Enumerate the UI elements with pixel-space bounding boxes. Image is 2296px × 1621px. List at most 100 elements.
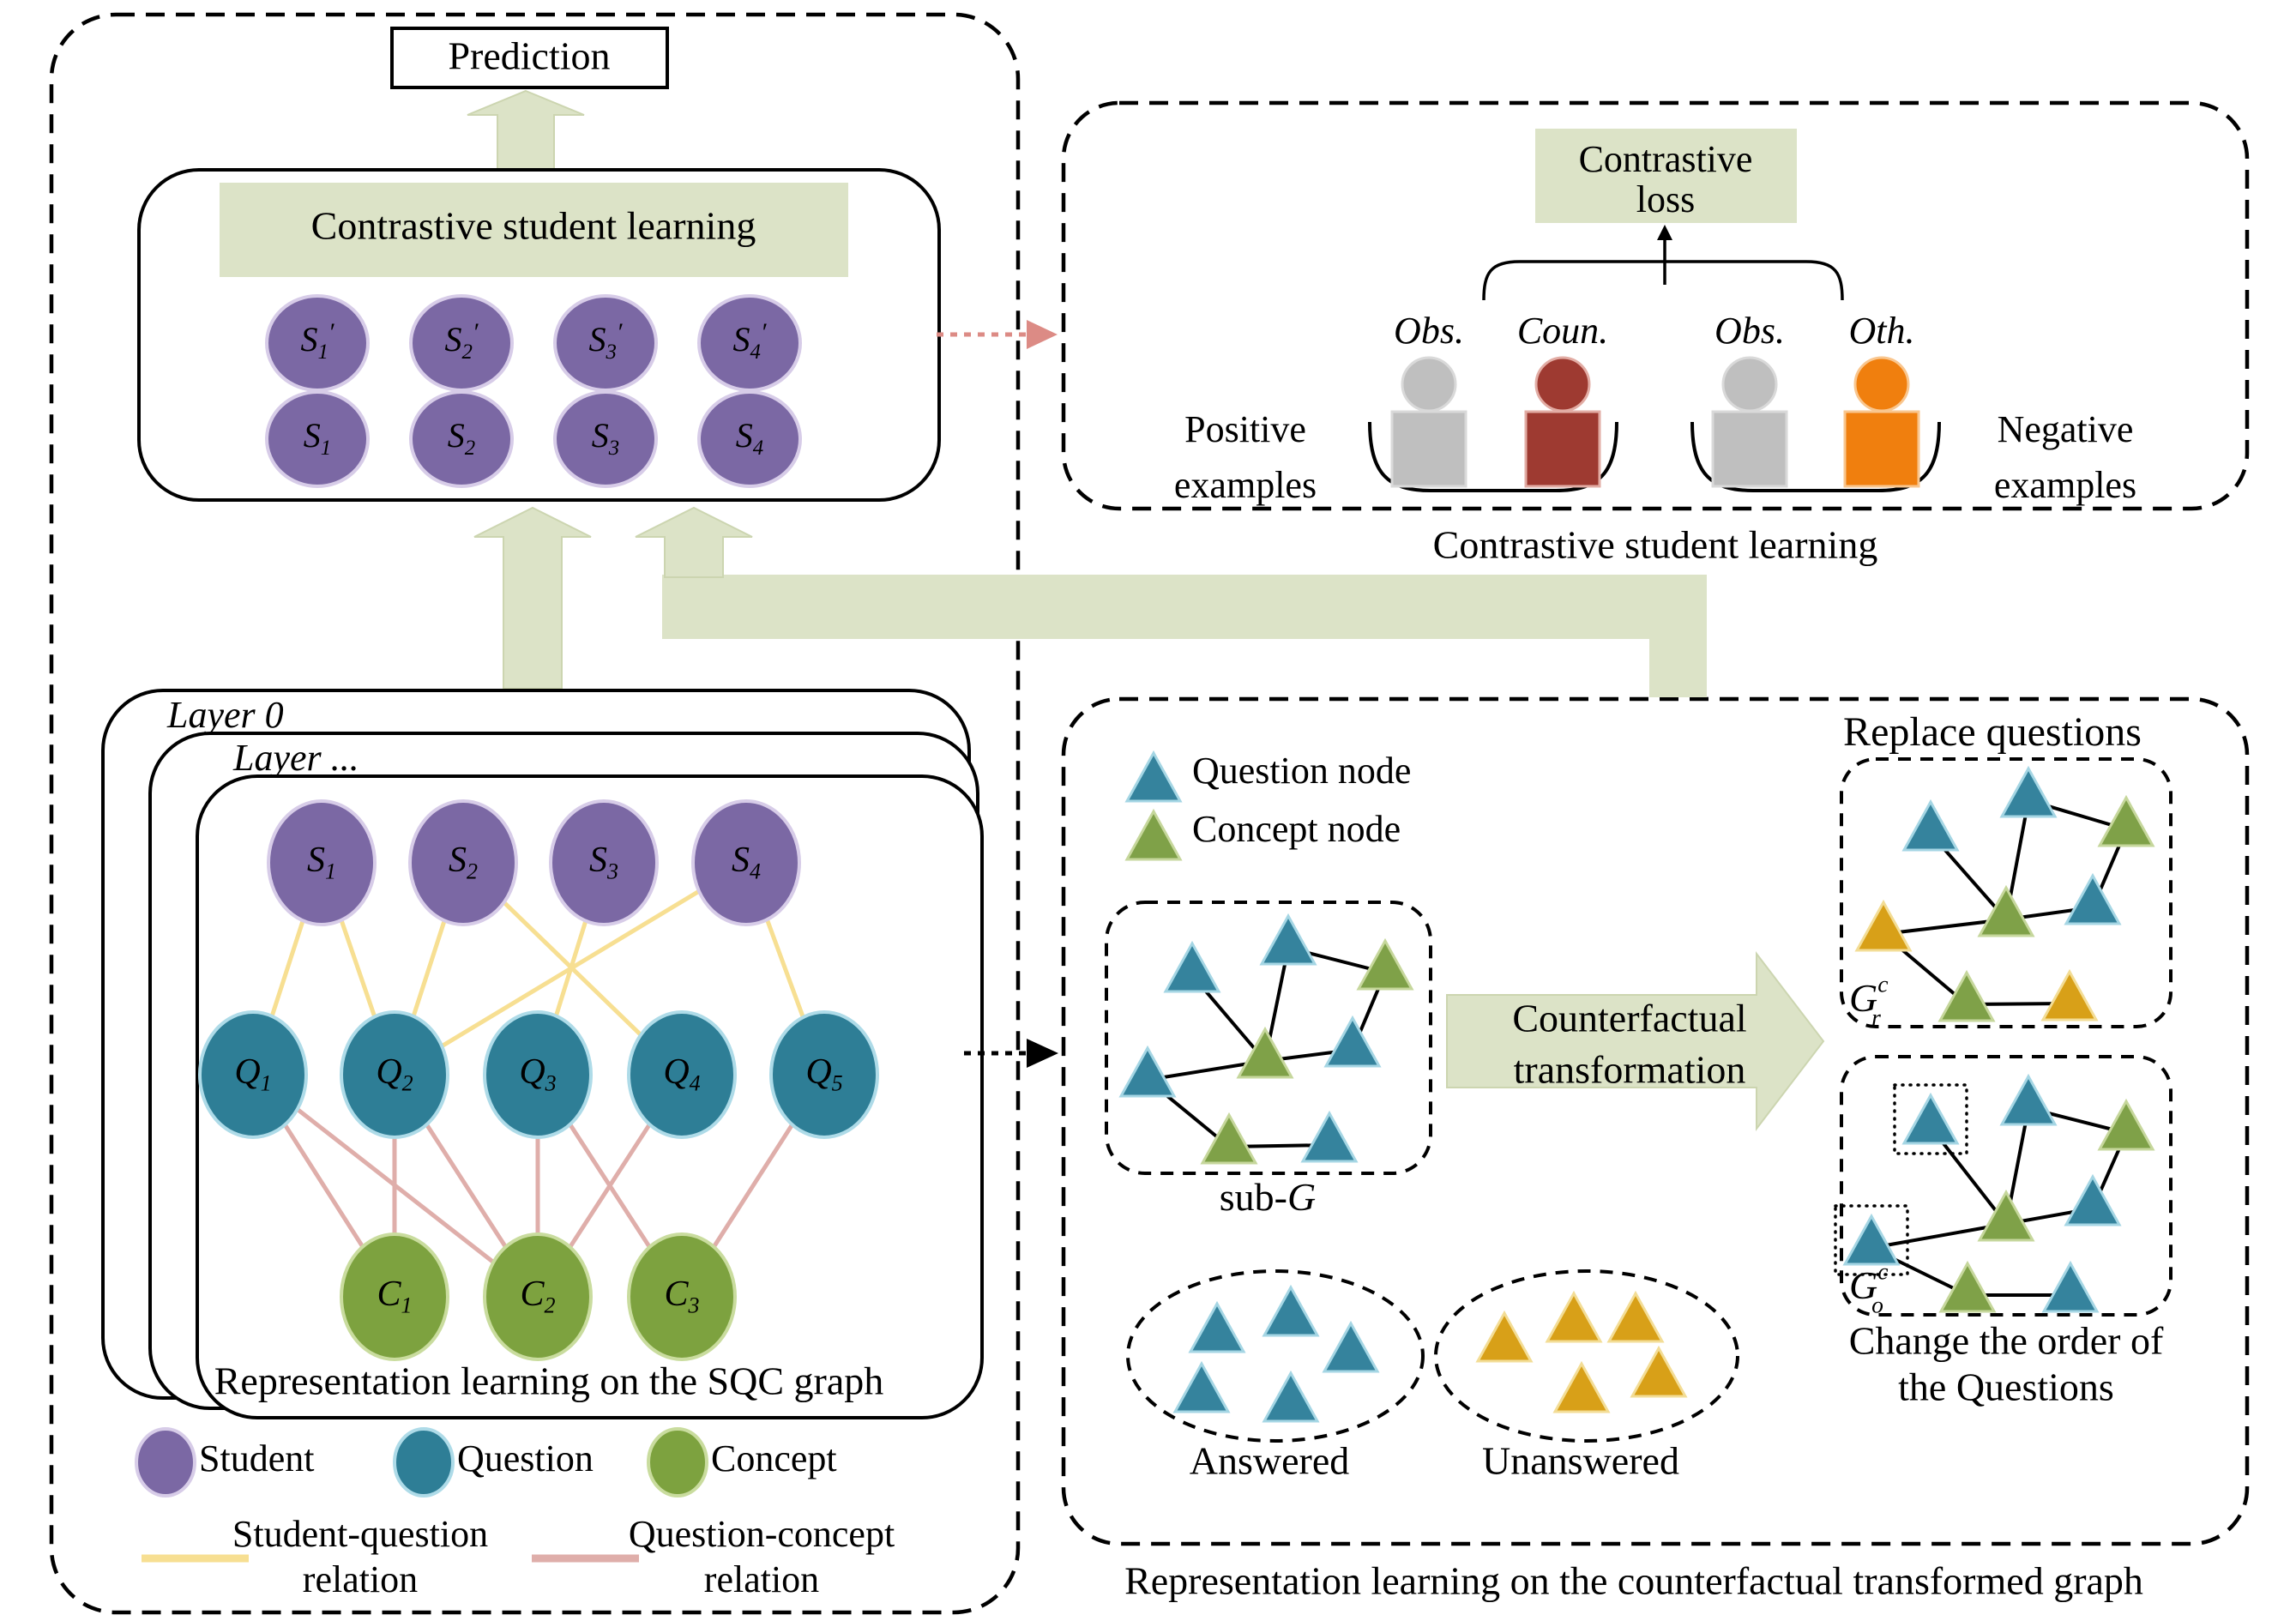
legend-student-label: Student: [199, 1437, 314, 1479]
unanswered-question-triangle: [1475, 1310, 1534, 1363]
math-base: S: [449, 841, 467, 880]
question-node-label: Q1: [234, 1052, 271, 1096]
answered-label: Answered: [1190, 1439, 1350, 1483]
order-caption-1: Change the order of: [1849, 1319, 2164, 1363]
math-prime: ′: [617, 318, 623, 346]
person-icon-red-body: [1524, 410, 1601, 488]
concept-triangle-node: [1938, 1260, 1997, 1313]
negative-examples-label-1: Negative: [1998, 408, 2134, 450]
question-triangle-node: [2041, 1260, 2100, 1313]
math-sub: o: [1871, 1292, 1883, 1318]
question-node-label: Q4: [663, 1052, 700, 1096]
replaced-question-triangle-node: [1854, 899, 1913, 952]
concept-node-label: C1: [377, 1275, 412, 1318]
positive-pair-bracket: [1368, 421, 1618, 492]
question-node-label: Q2: [376, 1052, 413, 1096]
concept-node: [627, 1232, 737, 1361]
concept-triangle-node: [2097, 1098, 2155, 1151]
math-sub: 2: [467, 859, 478, 884]
csl-title: Contrastive student learning: [311, 204, 756, 248]
graph-edge: [1870, 1222, 2008, 1250]
legend-concept-triangle: [1124, 808, 1183, 861]
math-base: Q: [234, 1052, 260, 1092]
csl-up-arrow-right: [635, 506, 753, 578]
counterfactual-arrow-label-2: transformation: [1514, 1048, 1746, 1092]
order-marker-box: [1834, 1204, 1909, 1276]
person-label: Oth.: [1849, 310, 1915, 352]
math-sup: c: [1877, 971, 1888, 997]
replace-questions-title: Replace questions: [1843, 709, 2142, 755]
math-base: C: [520, 1275, 545, 1314]
question-triangle-node: [1118, 1045, 1177, 1098]
person-icon-orange-body: [1843, 410, 1920, 488]
subg-label-symbol: G: [1287, 1175, 1316, 1219]
loss-arrow-head: [1657, 225, 1672, 240]
subg-box: [1105, 901, 1432, 1175]
answered-question-triangle: [1172, 1360, 1231, 1413]
gr-box: [1840, 757, 2172, 1028]
green-band-drop: [1649, 638, 1707, 697]
question-triangle-node: [2064, 872, 2122, 925]
math-sub: r: [1871, 1004, 1881, 1031]
math-sub: 2: [462, 340, 473, 364]
concept-node-label: C2: [520, 1275, 555, 1318]
replaced-question-triangle-node: [2040, 968, 2099, 1021]
math-prime: ′: [328, 318, 334, 346]
layer-dots-label: Layer ...: [232, 737, 359, 779]
order-caption-2: the Questions: [1898, 1365, 2114, 1409]
concept-triangle-node: [2097, 794, 2155, 847]
legend-question-node-label: Question node: [1192, 750, 1411, 792]
student-node: [691, 799, 801, 926]
student-node-label: S2: [448, 416, 475, 460]
negative-examples-label-2: examples: [1994, 464, 2136, 506]
math-prime: ′: [473, 318, 479, 346]
graph-edge: [1882, 918, 2008, 936]
legend-sq-relation-label-2: relation: [303, 1558, 418, 1600]
answered-ellipse: [1126, 1269, 1425, 1443]
prediction-label: Prediction: [448, 34, 610, 78]
question-triangle-node: [1999, 765, 2058, 818]
math-base: C: [377, 1275, 401, 1314]
unanswered-question-triangle: [1606, 1290, 1665, 1343]
math-base: G: [1849, 976, 1877, 1020]
math-sub: 3: [688, 1293, 700, 1318]
question-triangle-node: [1300, 1110, 1359, 1163]
student-node: [549, 799, 659, 926]
brace: [1482, 260, 1844, 301]
question-triangle-node: [1842, 1213, 1901, 1266]
legend-sq-relation-label-1: Student-question: [232, 1513, 488, 1555]
math-sub: 4: [750, 859, 761, 884]
question-node: [627, 1010, 737, 1139]
math-sub: 4: [690, 1071, 701, 1096]
question-node: [340, 1010, 449, 1139]
student-node-label: S3: [592, 416, 619, 460]
person-icon-gray-head: [1721, 356, 1778, 413]
person-icon-orange-head: [1853, 356, 1910, 413]
sqc-caption: Representation learning on the SQC graph: [214, 1359, 884, 1403]
math-base: S: [732, 841, 750, 880]
left-panel-box: [49, 12, 1021, 1615]
student-node-label: S1: [307, 841, 336, 884]
legend-question-swatch: [393, 1427, 455, 1497]
legend-question-label: Question: [457, 1437, 594, 1479]
math-sub: 3: [606, 859, 618, 884]
csl-title-bar: [220, 183, 848, 277]
student-node: [408, 799, 518, 926]
answered-question-triangle: [1322, 1320, 1380, 1373]
answered-question-triangle: [1262, 1284, 1320, 1337]
order-marker-box: [1893, 1083, 1968, 1155]
unanswered-label: Unanswered: [1482, 1439, 1679, 1483]
student-prime-node-label: S2′: [445, 318, 479, 364]
math-sub: 1: [321, 437, 331, 460]
math-base: C: [664, 1275, 689, 1314]
question-triangle-node: [1163, 940, 1221, 993]
math-base: S: [445, 320, 462, 359]
math-base: S: [301, 320, 318, 359]
math-base: Q: [519, 1052, 545, 1092]
math-sub: 2: [545, 1293, 556, 1318]
math-sub: 1: [261, 1071, 272, 1096]
